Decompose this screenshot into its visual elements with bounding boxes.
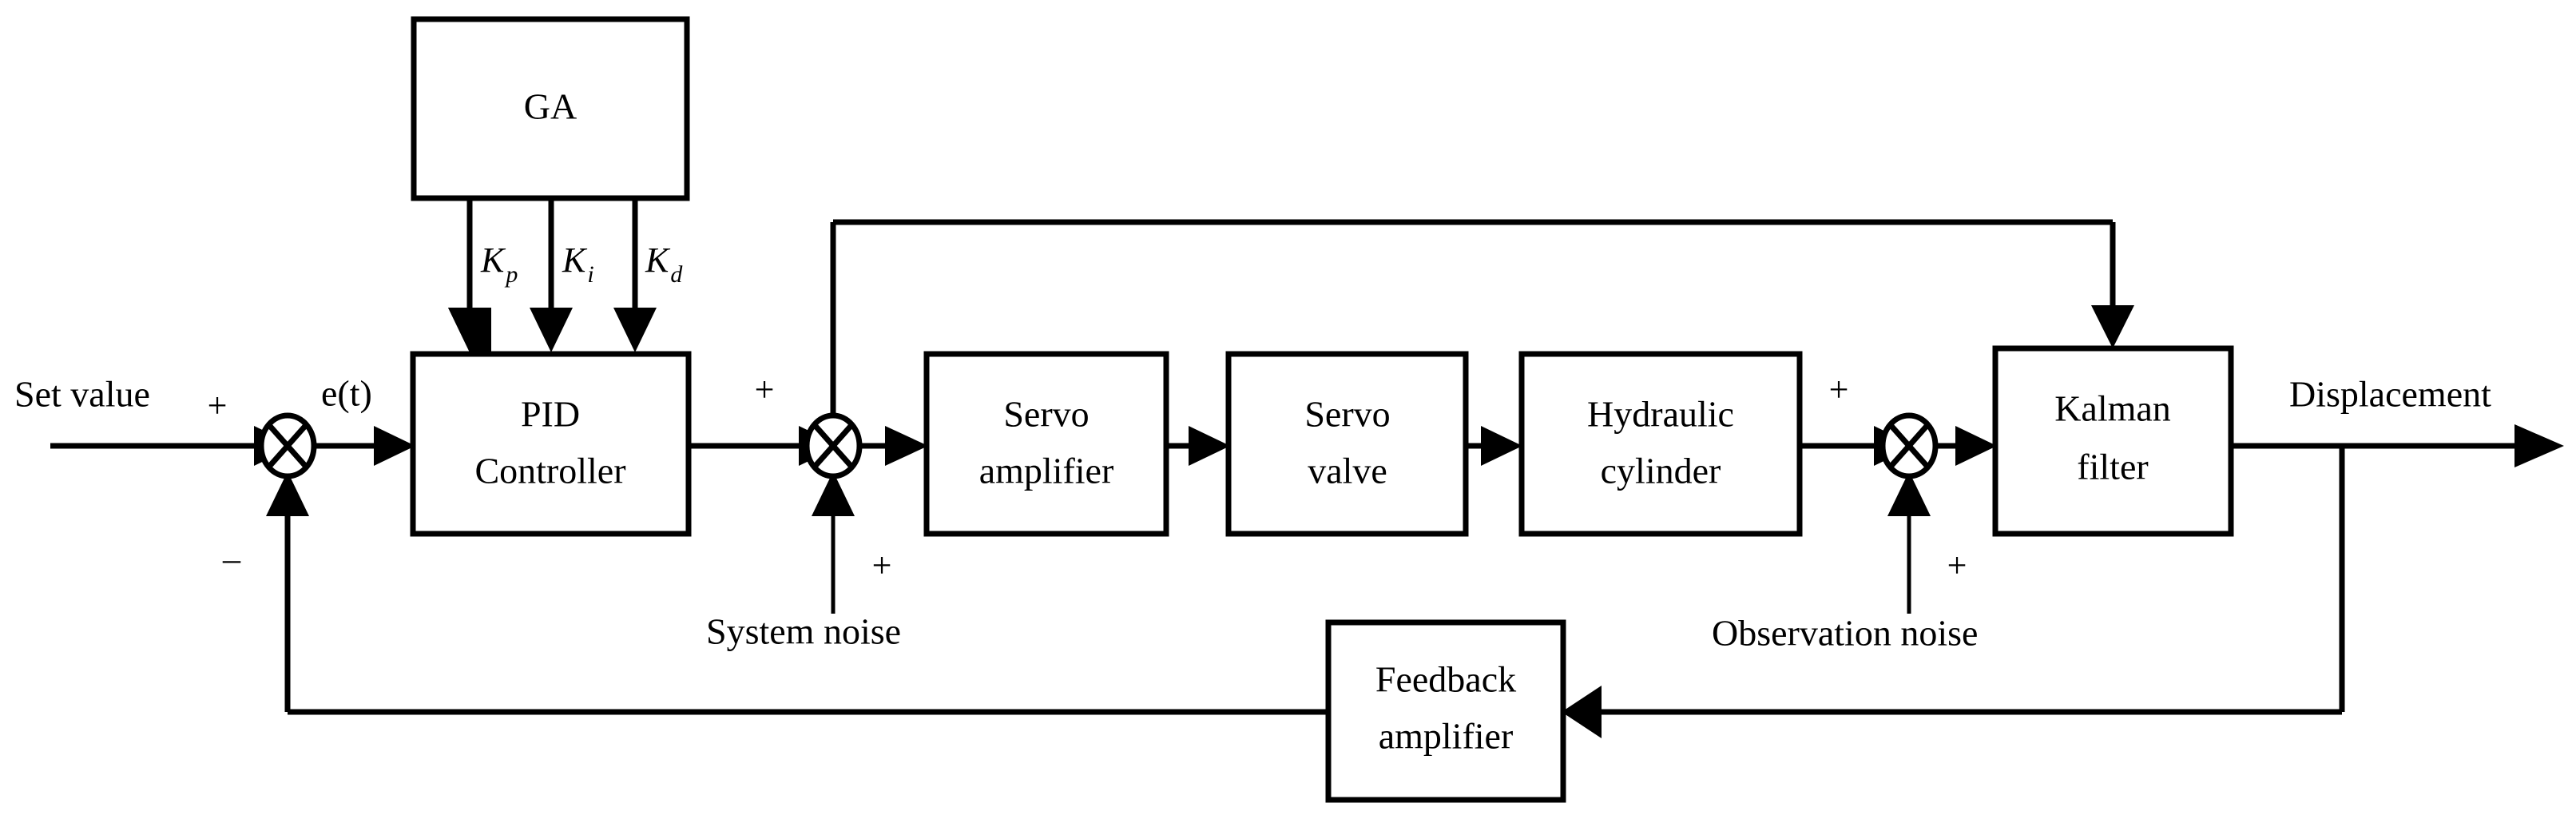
block-servo-valve-label-line2: valve [1308, 451, 1387, 491]
gain-ki-subscript: i [587, 261, 593, 288]
sign-set-value-plus: + [208, 386, 228, 425]
block-servo-amplifier-label-line1: Servo [1003, 394, 1089, 435]
wire-servo-amplifier-to-servo-valve [1166, 426, 1230, 466]
sign-system-noise-plus: + [872, 546, 892, 585]
block-pid-controller[interactable]: PID Controller [410, 351, 692, 537]
svg-text:Kp: Kp [480, 241, 518, 288]
svg-text:Kd: Kd [645, 241, 683, 288]
wire-system-noise-input [812, 471, 855, 614]
wire-sum2-to-servo-amplifier [859, 426, 928, 466]
summing-junction-system-noise[interactable] [804, 412, 863, 479]
block-kalman-filter-label-line1: Kalman [2054, 388, 2171, 429]
gain-kp-subscript: p [504, 261, 518, 288]
sign-pid-out-plus: + [755, 370, 775, 409]
wire-observation-noise-input [1887, 471, 1931, 614]
summing-junction-observation-noise[interactable] [1879, 412, 1939, 479]
block-hydraulic-cylinder-label-line1: Hydraulic [1587, 394, 1734, 435]
block-feedback-amplifier-label-line1: Feedback [1375, 659, 1516, 700]
block-pid-controller-label-line2: Controller [474, 451, 625, 491]
label-gain-kd: Kd [645, 241, 683, 288]
wire-sum3-to-kalman-filter [1935, 426, 1997, 466]
label-error-signal: e(t) [321, 373, 372, 414]
wire-sum2-to-kalman-top [830, 219, 2134, 419]
block-servo-valve[interactable]: Servo valve [1225, 351, 1469, 537]
block-ga-label: GA [524, 86, 577, 127]
block-feedback-amplifier-label-line2: amplifier [1379, 716, 1514, 757]
wire-output-feedback-branch [1562, 446, 2345, 738]
label-observation-noise: Observation noise [1712, 613, 1978, 654]
block-pid-controller-label-line1: PID [521, 394, 580, 435]
wire-feedback-to-sum1 [266, 471, 1328, 715]
wire-ga-kd [613, 198, 657, 352]
svg-text:Ki: Ki [562, 241, 594, 288]
block-kalman-filter[interactable]: Kalman filter [1992, 345, 2234, 537]
gain-kd-symbol: K [645, 241, 671, 280]
wire-ga-ki [530, 198, 573, 352]
sign-observation-noise-plus: + [1947, 546, 1967, 585]
gain-ki-symbol: K [562, 241, 588, 280]
label-gain-kp: Kp [480, 241, 518, 288]
label-displacement: Displacement [2289, 374, 2491, 415]
wire-kalman-filter-output [2231, 424, 2564, 467]
block-kalman-filter-label-line2: filter [2077, 447, 2148, 487]
block-servo-amplifier-label-line2: amplifier [979, 451, 1114, 491]
gain-kp-symbol: K [480, 241, 506, 280]
label-system-noise: System noise [706, 611, 901, 652]
label-set-value: Set value [14, 374, 150, 415]
block-ga[interactable]: GA [411, 16, 690, 201]
block-servo-amplifier[interactable]: Servo amplifier [923, 351, 1169, 537]
block-servo-valve-label-line1: Servo [1304, 394, 1390, 435]
block-hydraulic-cylinder[interactable]: Hydraulic cylinder [1518, 351, 1803, 537]
gain-kd-subscript: d [670, 261, 683, 288]
summing-junction-error[interactable] [258, 412, 317, 479]
wire-servo-valve-to-hydraulic-cylinder [1466, 426, 1522, 466]
sign-cylinder-out-plus: + [1829, 370, 1849, 409]
wire-ga-kp [448, 198, 491, 352]
wire-error-to-pid [314, 426, 415, 466]
block-feedback-amplifier[interactable]: Feedback amplifier [1325, 619, 1566, 803]
block-hydraulic-cylinder-label-line2: cylinder [1601, 451, 1721, 491]
label-gain-ki: Ki [562, 241, 594, 288]
sign-feedback-minus: – [222, 539, 241, 579]
